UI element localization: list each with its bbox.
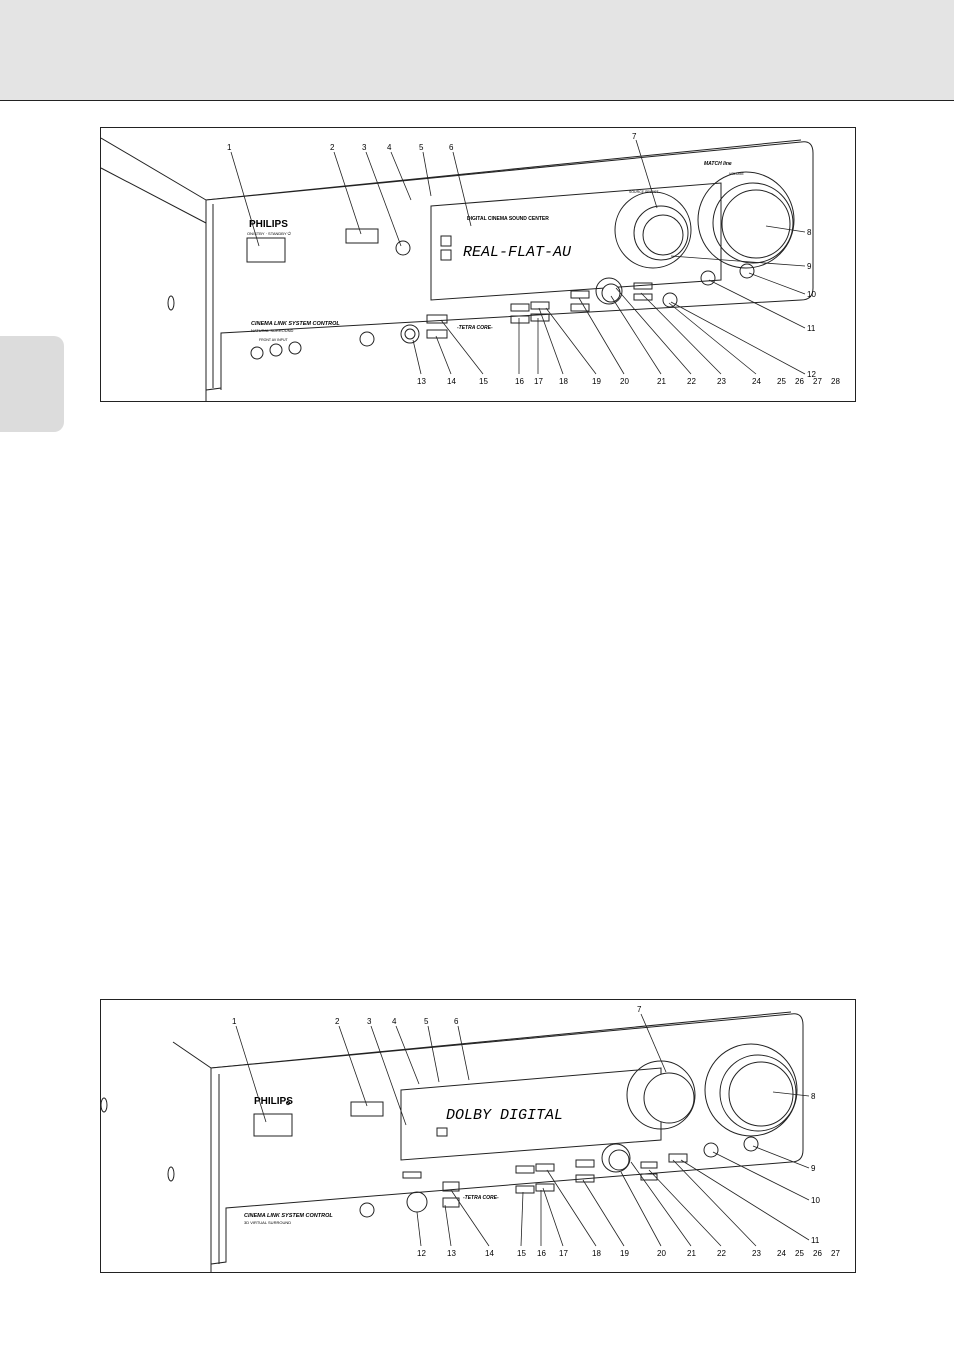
brand-logo: PHILIPS: [249, 219, 288, 230]
display-readout: REAL-FLAT-AU: [463, 244, 572, 261]
callout-17: 17: [534, 377, 543, 386]
callout-b-7: 7: [637, 1005, 642, 1014]
callout-8: 8: [807, 228, 812, 237]
callout-20: 20: [620, 377, 629, 386]
surround-label: NATURAL SURROUND: [251, 328, 294, 333]
callout-b-3: 3: [367, 1017, 372, 1026]
callout-11: 11: [807, 324, 816, 333]
callout-b-8: 8: [811, 1092, 816, 1101]
callout-6: 6: [449, 143, 454, 152]
tetra-core-label: -TETRA CORE-: [457, 325, 493, 331]
callout-28: 28: [831, 377, 840, 386]
callout-4: 4: [387, 143, 392, 152]
callout-10: 10: [807, 290, 816, 299]
callout-b-5: 5: [424, 1017, 429, 1026]
header-band: [0, 0, 954, 101]
callout-b-20: 20: [657, 1249, 666, 1258]
callout-b-27: 27: [831, 1249, 840, 1258]
callout-b-6: 6: [454, 1017, 459, 1026]
callout-b-25: 25: [795, 1249, 804, 1258]
callout-b-22: 22: [717, 1249, 726, 1258]
volume-label: VOLUME: [729, 172, 744, 176]
callout-b-11: 11: [811, 1236, 820, 1245]
display-readout-2: DOLBY DIGITAL: [446, 1107, 563, 1124]
cinema-link-label: CINEMA LINK SYSTEM CONTROL: [251, 321, 340, 327]
callout-b-17: 17: [559, 1249, 568, 1258]
callout-26: 26: [795, 377, 804, 386]
surround-label-2: 3D VIRTUAL SURROUND: [244, 1220, 291, 1225]
callout-1: 1: [227, 143, 232, 152]
callout-b-16: 16: [537, 1249, 546, 1258]
callout-b-10: 10: [811, 1196, 820, 1205]
callout-25: 25: [777, 377, 786, 386]
receiver-illustration-bottom: PHILIPS DOLBY DIGITAL CINEMA LINK SYSTEM…: [100, 999, 856, 1273]
power-label: ON/STBY · STANDBY ⏻: [247, 231, 292, 236]
callout-14: 14: [447, 377, 456, 386]
tetra-core-label-2: -TETRA CORE-: [463, 1195, 499, 1201]
callout-b-9: 9: [811, 1164, 816, 1173]
callout-b-1: 1: [232, 1017, 237, 1026]
callout-b-24: 24: [777, 1249, 786, 1258]
callout-b-12: 12: [417, 1249, 426, 1258]
brand-logo-2: PHILIPS: [254, 1096, 293, 1107]
cinema-link-label-2: CINEMA LINK SYSTEM CONTROL: [244, 1213, 333, 1219]
callout-27: 27: [813, 377, 822, 386]
callout-b-13: 13: [447, 1249, 456, 1258]
front-input-label: FRONT AV INPUT: [259, 338, 289, 342]
callout-2: 2: [330, 143, 335, 152]
callout-b-23: 23: [752, 1249, 761, 1258]
callout-5: 5: [419, 143, 424, 152]
callout-b-26: 26: [813, 1249, 822, 1258]
callout-13: 13: [417, 377, 426, 386]
callout-3: 3: [362, 143, 367, 152]
callout-b-14: 14: [485, 1249, 494, 1258]
callout-7: 7: [632, 132, 637, 141]
callout-b-2: 2: [335, 1017, 340, 1026]
callout-16: 16: [515, 377, 524, 386]
callout-22: 22: [687, 377, 696, 386]
callout-b-15: 15: [517, 1249, 526, 1258]
callout-9: 9: [807, 262, 812, 271]
callout-15: 15: [479, 377, 488, 386]
source-select-label: SOURCE SELECT: [629, 190, 659, 194]
section-tab: [0, 336, 64, 432]
callout-23: 23: [717, 377, 726, 386]
receiver-illustration-top: PHILIPS ON/STBY · STANDBY ⏻ DIGITAL CINE…: [100, 127, 856, 402]
callout-12: 12: [807, 370, 816, 379]
callout-b-21: 21: [687, 1249, 696, 1258]
display-heading: DIGITAL CINEMA SOUND CENTER: [467, 216, 549, 222]
callout-19: 19: [592, 377, 601, 386]
callout-18: 18: [559, 377, 568, 386]
match-line-label: MATCH line: [704, 161, 732, 167]
callout-b-4: 4: [392, 1017, 397, 1026]
callout-24: 24: [752, 377, 761, 386]
callout-b-18: 18: [592, 1249, 601, 1258]
callout-b-19: 19: [620, 1249, 629, 1258]
callout-21: 21: [657, 377, 666, 386]
